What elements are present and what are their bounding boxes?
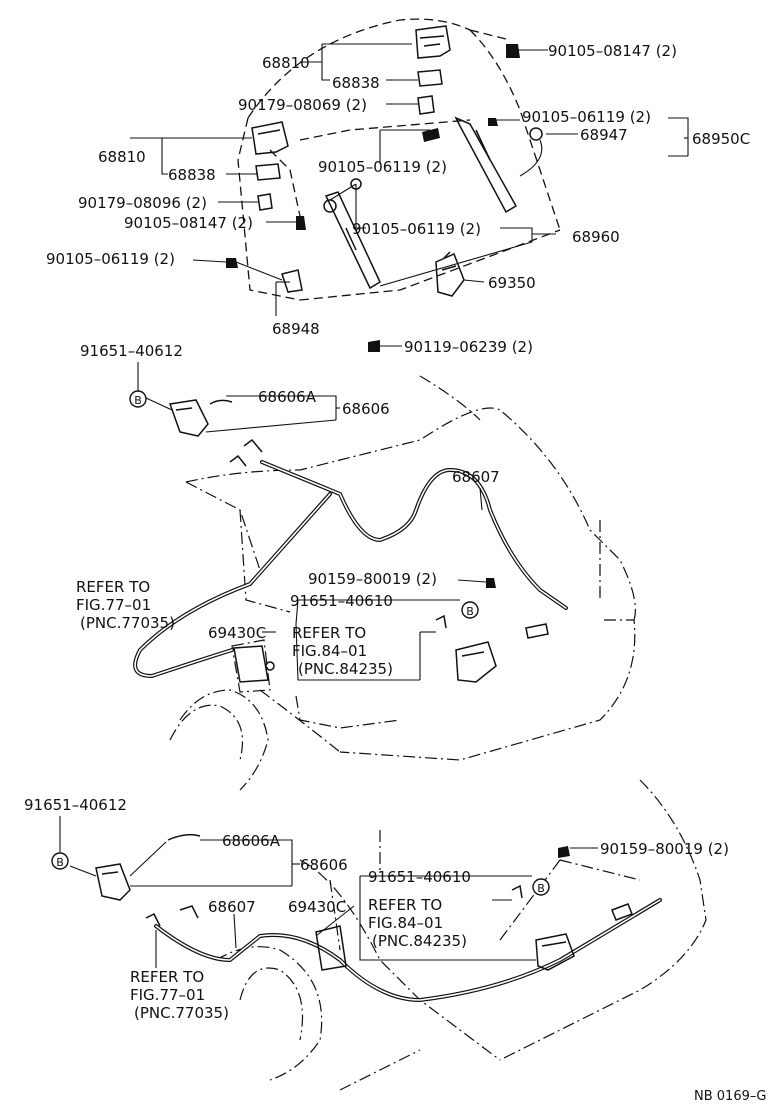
reference-code: NB 0169–G <box>694 1089 766 1104</box>
label-refer77-b-3: (PNC.77035) <box>134 1004 229 1022</box>
label-91651-40610-a: 91651–40610 <box>290 592 393 610</box>
back-door-outline <box>237 18 561 301</box>
label-68838-upper: 68838 <box>332 74 380 92</box>
label-refer77-b-2: FIG.77–01 <box>130 986 205 1004</box>
back-door-lock <box>435 251 465 297</box>
vehicle-2-body <box>215 779 707 1091</box>
label-refer77-b-1: REFER TO <box>130 968 204 986</box>
b-badge-3: B <box>51 852 69 870</box>
label-refer84-b-3: (PNC.84235) <box>372 932 467 950</box>
leaders-bottom <box>59 816 598 968</box>
part-labels: 68810 68838 90105–08147 (2) 90179–08069 … <box>24 42 766 1104</box>
opener-lever-1 <box>145 397 233 437</box>
label-91651-40612-b: 91651–40612 <box>24 796 127 814</box>
label-90105-06119-c: 90105–06119 (2) <box>352 220 481 238</box>
label-90159-80019-a: 90159–80019 (2) <box>308 570 437 588</box>
svg-text:B: B <box>134 394 142 407</box>
b-badge-1: B <box>129 390 147 408</box>
damper-stays <box>323 116 543 290</box>
bolt-90119 <box>368 340 380 352</box>
fuel-lid-2 <box>315 846 575 971</box>
fuel-lid-1 <box>233 578 497 683</box>
label-refer84-b-2: FIG.84–01 <box>368 914 443 932</box>
door-striker <box>226 258 303 293</box>
label-68947: 68947 <box>580 126 628 144</box>
label-68606-b: 68606 <box>300 856 348 874</box>
label-68960: 68960 <box>572 228 620 246</box>
label-90105-08147-lower: 90105–08147 (2) <box>124 214 253 232</box>
label-90179-08069: 90179–08069 (2) <box>238 96 367 114</box>
hinge-upper <box>415 25 548 115</box>
svg-text:B: B <box>56 856 64 869</box>
label-68810-upper: 68810 <box>262 54 310 72</box>
svg-text:B: B <box>537 882 545 895</box>
release-cable-1 <box>133 438 568 679</box>
label-68606a-b: 68606A <box>222 832 281 850</box>
label-68606a-a: 68606A <box>258 388 317 406</box>
label-refer77-a-2: FIG.77–01 <box>76 596 151 614</box>
label-refer84-b-1: REFER TO <box>368 896 442 914</box>
label-91651-40610-b: 91651–40610 <box>368 868 471 886</box>
label-refer84-a-3: (PNC.84235) <box>298 660 393 678</box>
label-68607-b: 68607 <box>208 898 256 916</box>
label-90105-06119-b: 90105–06119 (2) <box>318 158 447 176</box>
hinge-lower <box>251 121 306 230</box>
label-refer84-a-2: FIG.84–01 <box>292 642 367 660</box>
label-90105-06119-a: 90105–06119 (2) <box>522 108 651 126</box>
label-90119-06239: 90119–06239 (2) <box>404 338 533 356</box>
vehicle-1-body <box>169 375 636 791</box>
leaders-mid <box>137 362 487 681</box>
label-68950c: 68950C <box>692 130 750 148</box>
label-refer77-a-1: REFER TO <box>76 578 150 596</box>
label-90159-80019-b: 90159–80019 (2) <box>600 840 729 858</box>
label-refer77-a-3: (PNC.77035) <box>80 614 175 632</box>
release-cable-2 <box>145 898 662 1003</box>
leaders-top <box>130 43 689 347</box>
label-68838-lower: 68838 <box>168 166 216 184</box>
label-90105-08147-upper: 90105–08147 (2) <box>548 42 677 60</box>
label-68810-lower: 68810 <box>98 148 146 166</box>
label-91651-40612-a: 91651–40612 <box>80 342 183 360</box>
label-68607-a: 68607 <box>452 468 500 486</box>
label-90179-08096: 90179–08096 (2) <box>78 194 207 212</box>
label-69430c-b: 69430C <box>288 898 346 916</box>
b-badge-2: B <box>461 601 479 619</box>
b-badge-4: B <box>532 878 550 896</box>
opener-lever-2 <box>69 833 201 901</box>
label-68606-a: 68606 <box>342 400 390 418</box>
label-refer84-a-1: REFER TO <box>292 624 366 642</box>
label-90105-06119-d: 90105–06119 (2) <box>46 250 175 268</box>
label-69430c-a: 69430C <box>208 624 266 642</box>
label-69350: 69350 <box>488 274 536 292</box>
svg-text:B: B <box>466 605 474 618</box>
label-68948: 68948 <box>272 320 320 338</box>
